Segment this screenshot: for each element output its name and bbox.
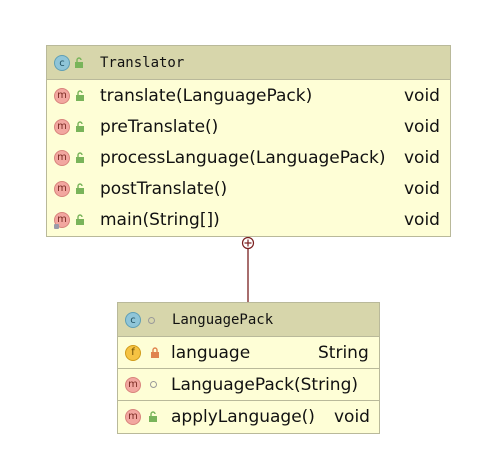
constructor-row[interactable]: m LanguagePack(String) — [118, 369, 379, 400]
method-icon: m — [54, 180, 70, 197]
fields-section: f language String — [118, 337, 379, 369]
class-icon: c — [125, 312, 141, 328]
field-name: language — [171, 342, 251, 363]
class-translator[interactable]: c Translator m translate(LanguagePack) v… — [46, 45, 451, 237]
constructor-name: LanguagePack(String) — [171, 374, 358, 395]
public-lock-icon — [76, 213, 84, 225]
method-row[interactable]: m main(String[]) void — [47, 204, 450, 235]
public-lock-icon — [76, 89, 84, 101]
method-name: translate(LanguagePack) — [100, 85, 313, 106]
method-row[interactable]: m translate(LanguagePack) void — [47, 80, 450, 111]
public-lock-icon — [75, 57, 83, 68]
method-icon: m — [54, 211, 70, 228]
method-return-type: void — [334, 406, 370, 427]
method-icon: m — [54, 87, 70, 104]
method-icon: m — [125, 408, 141, 425]
method-name: main(String[]) — [100, 209, 220, 230]
class-name: LanguagePack — [172, 311, 274, 328]
method-icon: m — [54, 149, 70, 166]
method-return-type: void — [404, 178, 440, 199]
method-return-type: void — [404, 85, 440, 106]
public-lock-icon — [76, 151, 84, 163]
field-row[interactable]: f language String — [118, 337, 379, 368]
package-visibility-icon — [150, 381, 157, 388]
method-name: applyLanguage() — [171, 406, 315, 427]
class-languagepack[interactable]: c LanguagePack f language String m Langu… — [117, 302, 380, 434]
package-visibility-icon — [148, 317, 155, 324]
private-lock-icon — [151, 346, 159, 358]
method-name: postTranslate() — [100, 178, 228, 199]
static-marker-icon — [54, 224, 59, 229]
method-row[interactable]: m applyLanguage() void — [118, 401, 379, 432]
methods-section: m translate(LanguagePack) void m preTran… — [47, 80, 450, 235]
field-icon: f — [125, 344, 141, 361]
method-name: preTranslate() — [100, 116, 219, 137]
method-name: processLanguage(LanguagePack) — [100, 147, 386, 168]
public-lock-icon — [76, 182, 84, 194]
method-row[interactable]: m preTranslate() void — [47, 111, 450, 142]
class-header[interactable]: c Translator — [47, 46, 450, 80]
method-row[interactable]: m postTranslate() void — [47, 173, 450, 204]
method-return-type: void — [404, 147, 440, 168]
method-icon: m — [54, 118, 70, 135]
constructors-section: m LanguagePack(String) — [118, 369, 379, 401]
methods-section: m applyLanguage() void — [118, 401, 379, 432]
public-lock-icon — [149, 410, 157, 422]
class-icon: c — [54, 55, 70, 71]
public-lock-icon — [76, 120, 84, 132]
method-return-type: void — [404, 209, 440, 230]
method-row[interactable]: m processLanguage(LanguagePack) void — [47, 142, 450, 173]
method-return-type: void — [404, 116, 440, 137]
class-header[interactable]: c LanguagePack — [118, 303, 379, 337]
method-icon: m — [125, 376, 141, 393]
field-type: String — [318, 342, 369, 363]
class-name: Translator — [100, 54, 185, 71]
